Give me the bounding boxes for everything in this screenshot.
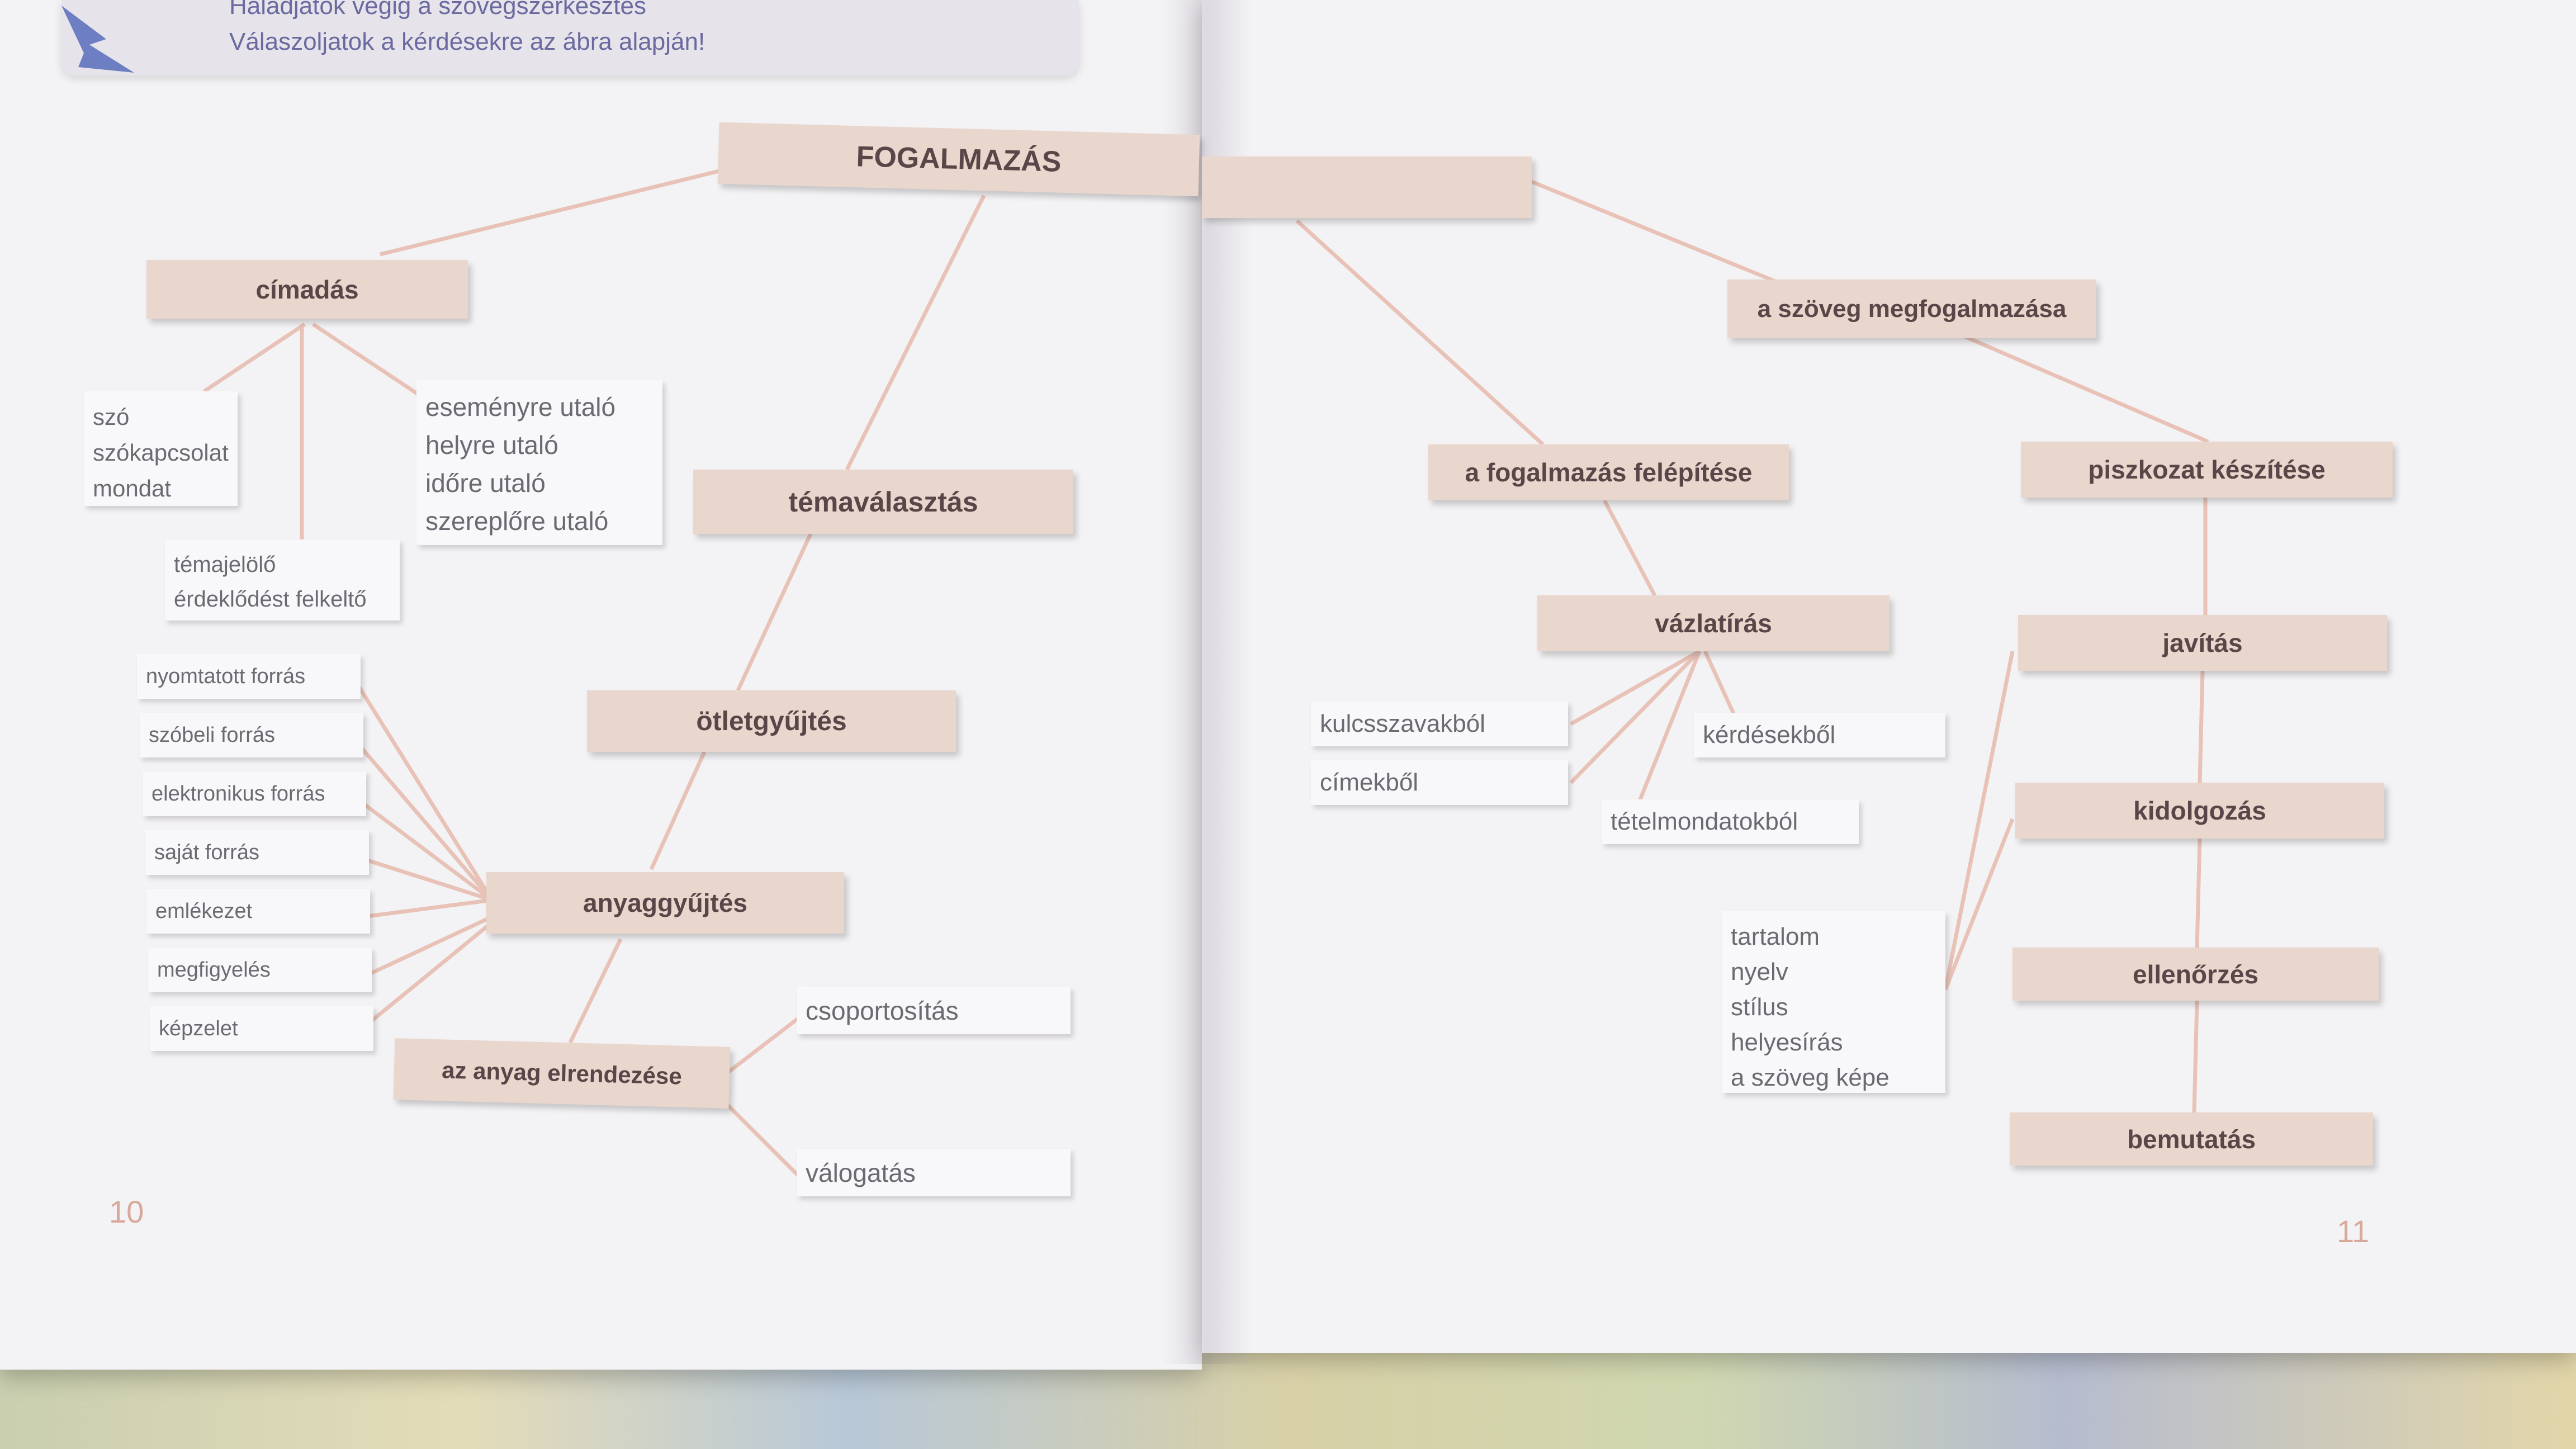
node-vazlatiras-label: vázlatírás — [1655, 609, 1772, 638]
elrendezes-item-label: csoportosítás — [806, 996, 959, 1025]
source-item: emlékezet — [146, 889, 370, 934]
source-item: elektronikus forrás — [143, 771, 366, 816]
root-node: FOGALMAZÁS — [717, 122, 1200, 197]
source-item-label: emlékezet — [155, 899, 253, 923]
vazlat-item: címekből — [1311, 760, 1568, 805]
node-otletgyujtes-label: ötletgyűjtés — [696, 706, 847, 736]
node-piszkozat-label: piszkozat készítése — [2088, 455, 2326, 484]
node-cimadas-label: címadás — [255, 274, 359, 304]
node-piszkozat: piszkozat készítése — [2021, 442, 2393, 498]
list-item: a szöveg képe — [1731, 1064, 1890, 1091]
node-anyaggyujtes: anyaggyűjtés — [486, 872, 844, 934]
source-item-label: szóbeli forrás — [149, 723, 275, 747]
source-item-label: megfigyelés — [157, 958, 271, 982]
node-cimadas: címadás — [146, 260, 468, 319]
book-gutter — [1163, 0, 1252, 1364]
list-item: eseményre utaló — [425, 392, 616, 422]
list-item: szó — [93, 404, 130, 430]
elrendezes-item: csoportosítás — [797, 987, 1071, 1034]
elrendezes-item: válogatás — [797, 1149, 1071, 1196]
page-number-right: 11 — [2337, 1214, 2370, 1249]
vazlat-item: kulcsszavakból — [1311, 702, 1568, 746]
node-elrendezes-label: az anyag elrendezése — [441, 1057, 683, 1090]
node-vazlatiras: vázlatírás — [1537, 595, 1890, 651]
node-felepites: a fogalmazás felépítése — [1428, 444, 1789, 500]
list-item: időre utaló — [425, 468, 546, 498]
arrow-icon — [61, 6, 134, 73]
cimadas-left-items: szó szókapcsolat mondat — [84, 391, 238, 506]
node-anyaggyujtes-label: anyaggyűjtés — [583, 888, 747, 917]
node-bemutatas-label: bemutatás — [2127, 1124, 2256, 1154]
source-item: megfigyelés — [148, 948, 372, 992]
node-kidolgozas-label: kidolgozás — [2133, 796, 2266, 825]
elrendezes-item-label: válogatás — [806, 1158, 916, 1187]
node-felepites-label: a fogalmazás felépítése — [1465, 458, 1753, 487]
node-ellenorzes-label: ellenőrzés — [2133, 959, 2258, 989]
source-item: szóbeli forrás — [140, 713, 363, 757]
source-item-label: képzelet — [159, 1016, 238, 1040]
node-bemutatas: bemutatás — [2010, 1112, 2373, 1166]
instruction-box: Haladjatok végig a szövegszerkesztés Vál… — [61, 0, 1079, 75]
source-item: nyomtatott forrás — [137, 654, 361, 699]
vazlat-item: kérdésekből — [1694, 713, 1945, 757]
list-item: témajelölő — [174, 552, 276, 577]
cimadas-bottom-items: témajelölő érdeklődést felkeltő — [165, 539, 400, 621]
node-elrendezes: az anyag elrendezése — [393, 1038, 731, 1109]
source-item: saját forrás — [145, 830, 369, 875]
vazlat-item-label: címekből — [1320, 769, 1419, 796]
vazlat-item-label: kérdésekből — [1703, 721, 1836, 749]
source-item: képzelet — [150, 1006, 373, 1051]
source-item-label: saját forrás — [154, 840, 259, 864]
cimadas-right-items: eseményre utaló helyre utaló időre utaló… — [416, 380, 662, 545]
vazlat-item-label: kulcsszavakból — [1320, 710, 1485, 737]
instruction-line-2: Válaszoljatok a kérdésekre az ábra alapj… — [229, 28, 705, 55]
page-number-left: 10 — [109, 1194, 144, 1229]
vazlat-item: tételmondatokból — [1602, 799, 1859, 844]
node-otletgyujtes: ötletgyűjtés — [587, 690, 956, 752]
list-item: helyesírás — [1731, 1029, 1843, 1056]
list-item: érdeklődést felkeltő — [174, 587, 367, 612]
node-javitas-label: javítás — [2162, 628, 2243, 657]
list-item: stílus — [1731, 993, 1788, 1021]
list-item: szereplőre utaló — [425, 506, 609, 536]
node-megfogalmazas: a szöveg megfogalmazása — [1727, 280, 2096, 338]
source-item-label: nyomtatott forrás — [146, 664, 306, 688]
node-temavalasztas-label: témaválasztás — [788, 486, 978, 518]
node-kidolgozas: kidolgozás — [2015, 783, 2384, 839]
node-temavalasztas: témaválasztás — [693, 470, 1073, 534]
list-item: tartalom — [1731, 923, 1820, 950]
list-item: mondat — [93, 475, 172, 501]
node-javitas: javítás — [2018, 615, 2387, 671]
root-node-right-part — [1202, 157, 1532, 218]
javitas-items: tartalom nyelv stílus helyesírás a szöve… — [1722, 911, 1945, 1093]
root-label: FOGALMAZÁS — [855, 140, 1062, 178]
instruction-line-1: Haladjatok végig a szövegszerkesztés — [229, 0, 646, 20]
node-megfogalmazas-label: a szöveg megfogalmazása — [1757, 295, 2067, 323]
vazlat-item-label: tételmondatokból — [1611, 808, 1798, 835]
source-item-label: elektronikus forrás — [151, 782, 325, 806]
list-item: szókapcsolat — [93, 439, 229, 466]
list-item: nyelv — [1731, 958, 1788, 986]
list-item: helyre utaló — [425, 430, 558, 460]
node-ellenorzes: ellenőrzés — [2012, 948, 2379, 1001]
